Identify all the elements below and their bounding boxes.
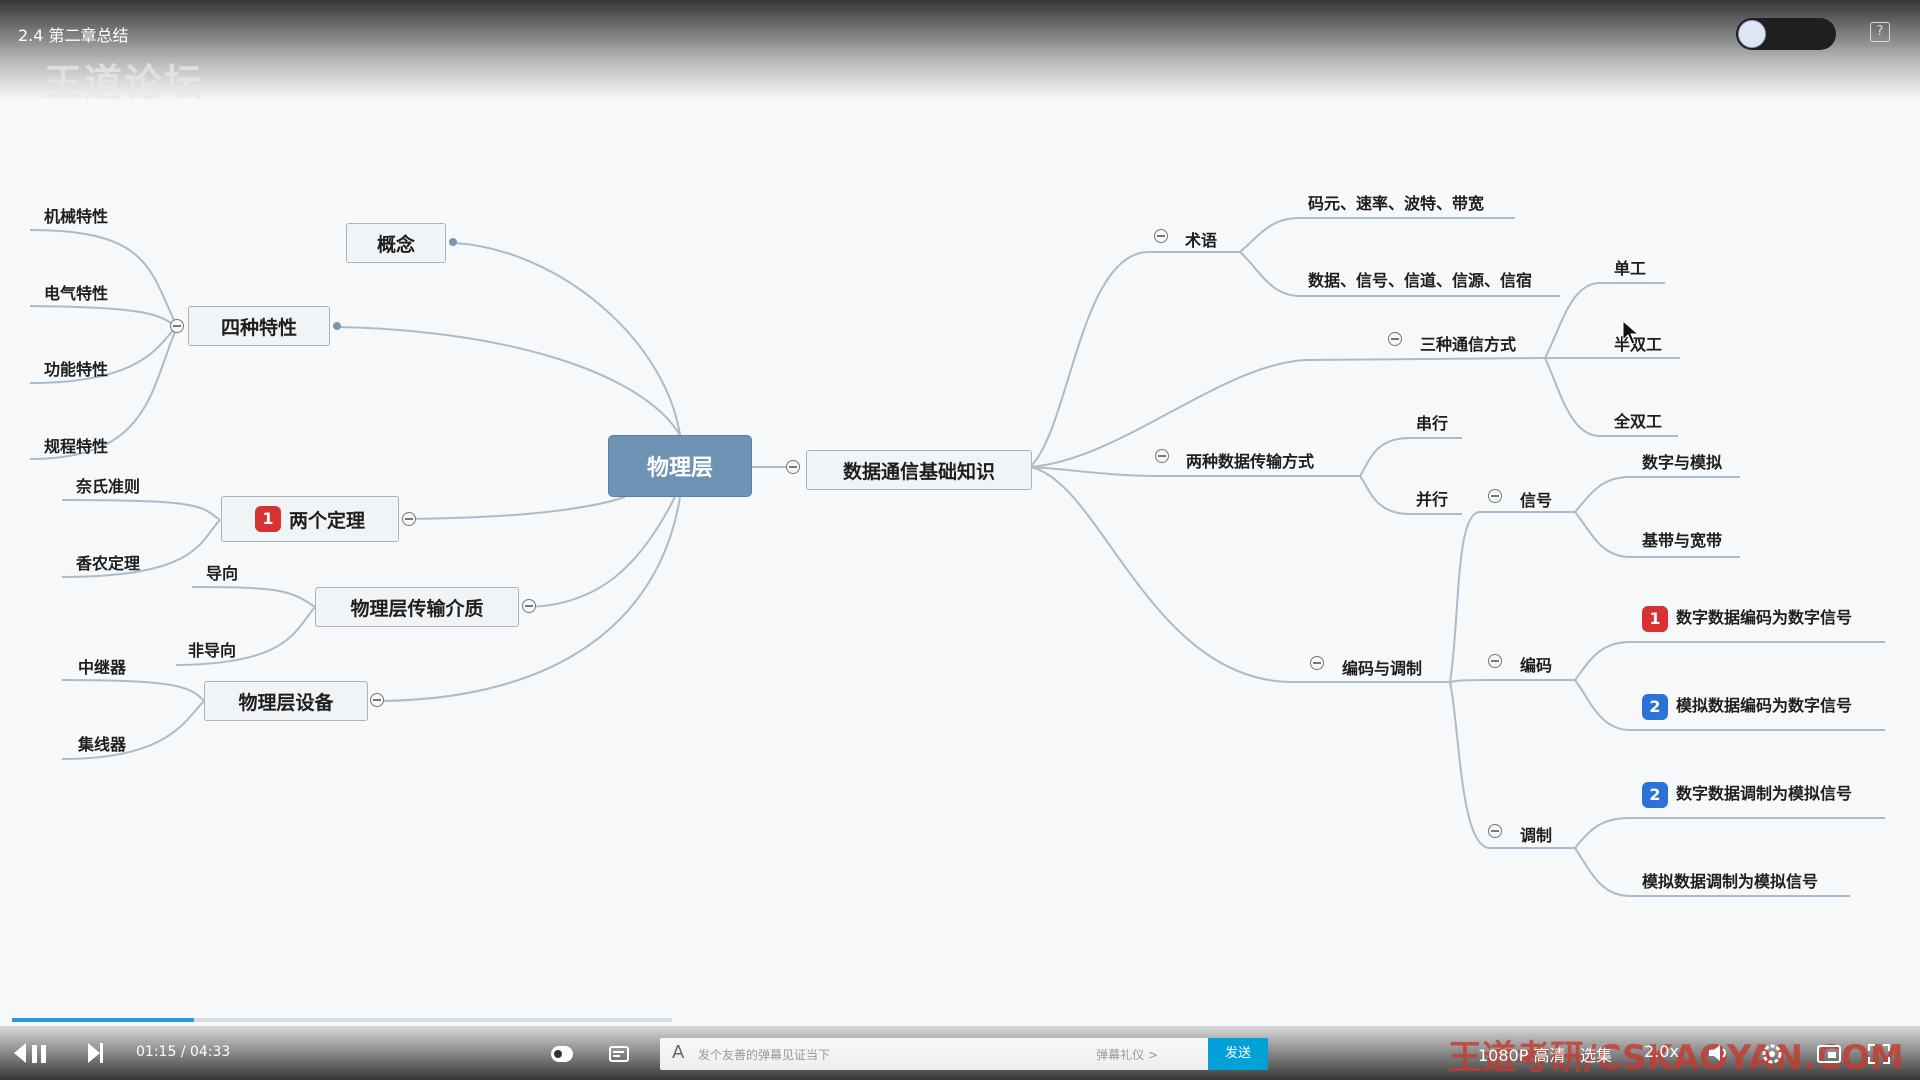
mindmap-root-node[interactable]: 物理层	[608, 435, 752, 497]
episodes-button[interactable]: 选集	[1580, 1046, 1613, 1065]
leaf-simplex[interactable]: 单工	[1614, 259, 1647, 278]
collapse-icon[interactable]	[786, 460, 800, 474]
progress-fill	[12, 1018, 194, 1022]
leaf-functional[interactable]: 功能特性	[44, 360, 109, 379]
leaf-mechanical[interactable]: 机械特性	[44, 207, 109, 226]
leaf-nyquist[interactable]: 奈氏准则	[76, 477, 141, 496]
node-transfer[interactable]: 两种数据传输方式	[1186, 452, 1315, 471]
node-data-comm[interactable]: 数据通信基础知识	[806, 450, 1032, 490]
node-theorems-label: 两个定理	[288, 509, 365, 532]
send-button[interactable]: 发送	[1208, 1038, 1268, 1070]
follow-button[interactable]: + 关注	[1736, 18, 1836, 50]
node-media[interactable]: 物理层传输介质	[315, 587, 519, 627]
danmu-settings-icon[interactable]	[608, 1043, 632, 1065]
pause-icon[interactable]	[28, 1042, 50, 1066]
priority-badge: 2	[1642, 781, 1668, 808]
fullscreen-icon[interactable]	[1866, 1042, 1892, 1066]
watermark-right: 王道考研/CSKAOYAN.COM	[1448, 1038, 1904, 1078]
leaf-unguided[interactable]: 非导向	[188, 641, 237, 660]
mouse-cursor-icon	[1622, 320, 1640, 345]
leaf-modulate-1[interactable]: 2 数字数据调制为模拟信号	[1642, 780, 1852, 808]
leaf-serial[interactable]: 串行	[1416, 414, 1449, 433]
node-theorems[interactable]: 1 两个定理	[221, 496, 399, 542]
node-signal[interactable]: 信号	[1520, 491, 1553, 510]
leaf-encode-2-text: 模拟数据编码为数字信号	[1676, 696, 1853, 715]
help-icon[interactable]: ?	[1870, 22, 1890, 42]
text-style-icon[interactable]: A	[672, 1042, 685, 1063]
priority-badge: 1	[254, 506, 281, 532]
watermark-left: 王道论坛	[44, 61, 205, 105]
follow-label: + 关注	[1776, 28, 1821, 44]
time-separator: /	[180, 1044, 186, 1060]
danmu-placeholder: 发个友善的弹幕见证当下	[698, 1048, 831, 1062]
volume-icon[interactable]	[1706, 1042, 1730, 1064]
leaf-electrical[interactable]: 电气特性	[44, 284, 109, 303]
leaf-terms-2[interactable]: 数据、信号、信道、信源、信宿	[1308, 271, 1533, 290]
node-devices[interactable]: 物理层设备	[204, 681, 368, 721]
leaf-procedural[interactable]: 规程特性	[44, 437, 109, 456]
node-coding[interactable]: 编码与调制	[1342, 659, 1423, 678]
collapse-icon[interactable]	[1154, 229, 1168, 243]
collapse-icon[interactable]	[402, 512, 416, 526]
node-encode[interactable]: 编码	[1520, 656, 1553, 675]
leaf-half-duplex[interactable]: 半双工	[1614, 335, 1663, 354]
settings-gear-icon[interactable]	[1760, 1042, 1784, 1066]
leaf-hub[interactable]: 集线器	[78, 735, 127, 754]
node-modulate[interactable]: 调制	[1520, 826, 1553, 845]
link-dot	[333, 322, 341, 330]
collapse-icon[interactable]	[522, 599, 536, 613]
node-terms[interactable]: 术语	[1185, 231, 1218, 250]
collapse-icon[interactable]	[170, 319, 184, 333]
priority-badge: 2	[1642, 693, 1668, 720]
node-four-props[interactable]: 四种特性	[188, 306, 330, 346]
next-icon[interactable]	[84, 1040, 106, 1066]
leaf-terms-1[interactable]: 码元、速率、波特、带宽	[1308, 194, 1485, 213]
danmu-input[interactable]: A 发个友善的弹幕见证当下 弹幕礼仪 >	[660, 1038, 1268, 1070]
priority-badge: 1	[1642, 605, 1668, 632]
leaf-modulate-1-text: 数字数据调制为模拟信号	[1676, 784, 1853, 803]
speed-button[interactable]: 2.0x	[1644, 1042, 1679, 1061]
leaf-baseband[interactable]: 基带与宽带	[1642, 531, 1723, 550]
uploader-avatar[interactable]	[1738, 20, 1766, 48]
time-display: 01:15 / 04:33	[136, 1044, 230, 1060]
prev-icon[interactable]	[10, 1040, 30, 1066]
leaf-repeater[interactable]: 中继器	[78, 658, 127, 677]
widescreen-icon[interactable]	[1816, 1042, 1842, 1066]
leaf-digital-analog[interactable]: 数字与模拟	[1642, 453, 1723, 472]
collapse-icon[interactable]	[1488, 489, 1502, 503]
leaf-parallel[interactable]: 并行	[1416, 490, 1449, 509]
leaf-modulate-2[interactable]: 模拟数据调制为模拟信号	[1642, 872, 1819, 891]
collapse-icon[interactable]	[1155, 449, 1169, 463]
danmu-etiquette-link[interactable]: 弹幕礼仪 >	[1096, 1048, 1158, 1062]
collapse-icon[interactable]	[1488, 824, 1502, 838]
node-comm-modes[interactable]: 三种通信方式	[1420, 335, 1517, 354]
node-concept[interactable]: 概念	[346, 223, 446, 263]
time-current: 01:15	[136, 1044, 177, 1060]
progress-track[interactable]	[12, 1018, 672, 1022]
leaf-encode-1-text: 数字数据编码为数字信号	[1676, 608, 1853, 627]
time-total: 04:33	[189, 1044, 231, 1060]
collapse-icon[interactable]	[1488, 654, 1502, 668]
collapse-icon[interactable]	[1310, 656, 1324, 670]
leaf-guided[interactable]: 导向	[206, 564, 239, 583]
video-title: 2.4 第二章总结	[18, 26, 129, 45]
leaf-full-duplex[interactable]: 全双工	[1614, 412, 1663, 431]
collapse-icon[interactable]	[1388, 332, 1402, 346]
leaf-shannon[interactable]: 香农定理	[76, 554, 141, 573]
collapse-icon[interactable]	[370, 693, 384, 707]
leaf-encode-1[interactable]: 1 数字数据编码为数字信号	[1642, 604, 1852, 632]
link-dot	[449, 238, 457, 246]
danmu-toggle-icon[interactable]	[550, 1043, 574, 1065]
leaf-encode-2[interactable]: 2 模拟数据编码为数字信号	[1642, 692, 1852, 720]
top-overlay	[0, 0, 1920, 100]
quality-button[interactable]: 1080P 高清	[1478, 1046, 1566, 1065]
